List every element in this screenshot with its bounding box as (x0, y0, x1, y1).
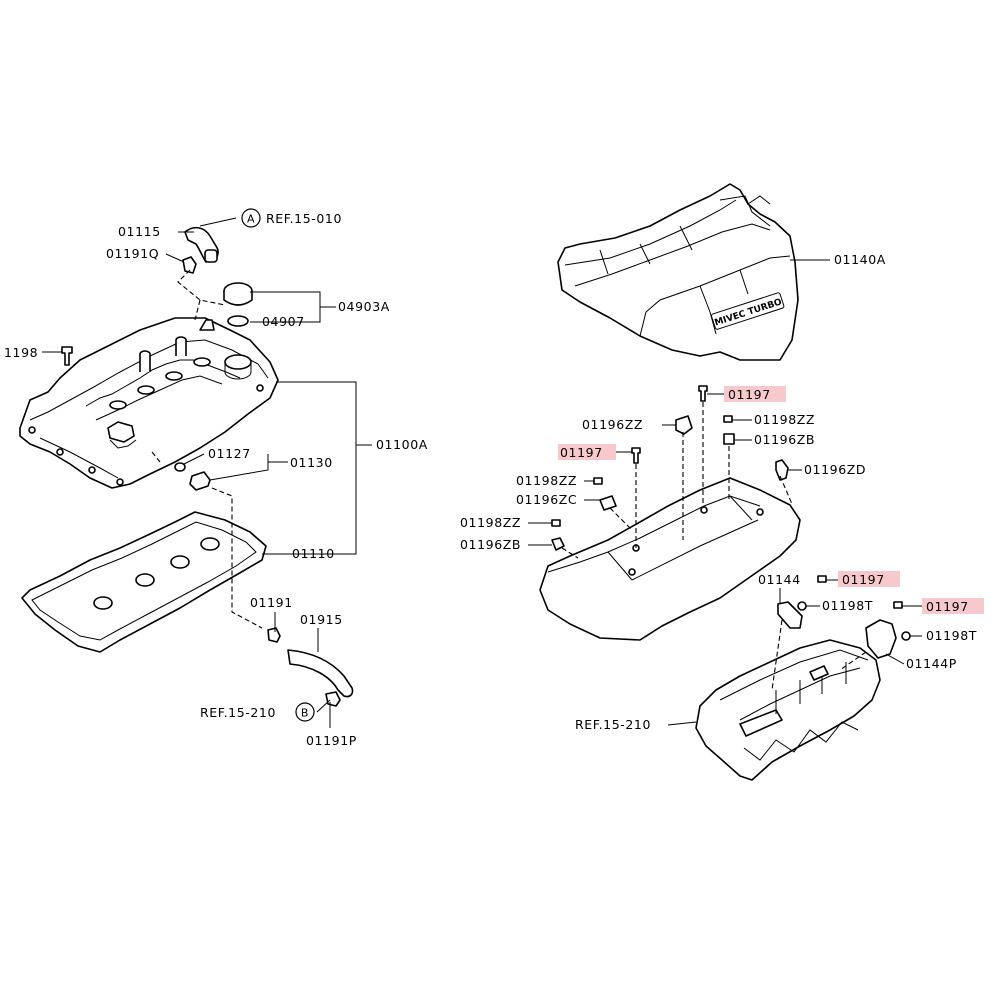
oil-filler-cap-body (223, 291, 253, 306)
label-01140a[interactable]: 01140A (834, 252, 886, 267)
label-01197-top[interactable]: 01197 (728, 387, 771, 402)
label-01196zd[interactable]: 01196ZD (804, 462, 866, 477)
pcv-hose-lower[interactable] (287, 649, 354, 698)
dashed-lead-left-2 (151, 451, 161, 463)
bolt-01197-top[interactable] (698, 385, 708, 402)
dashed-lead-left-1 (177, 269, 226, 306)
dashed-lead-right-8 (771, 619, 783, 691)
label-ref-15-010[interactable]: REF.15-010 (266, 211, 342, 226)
ref-marker-a[interactable] (241, 208, 261, 228)
dashed-lead-right-9 (839, 651, 867, 671)
ref-marker-a-label: A (247, 213, 255, 226)
filler-cap-gasket[interactable] (227, 315, 249, 327)
label-01130[interactable]: 01130 (290, 455, 333, 470)
highlight-01197-mid (558, 444, 616, 460)
label-01191p[interactable]: 01191P (306, 733, 357, 748)
label-01198zz-low[interactable]: 01198ZZ (460, 515, 521, 530)
hose-clip-upper[interactable] (182, 256, 197, 274)
dashed-lead-right-5 (779, 475, 793, 505)
label-01915[interactable]: 01915 (300, 612, 343, 627)
dashed-lead-left-4 (194, 299, 201, 321)
label-01197-mid[interactable]: 01197 (560, 445, 603, 460)
dashed-lead-right-7 (561, 547, 579, 559)
label-01197-far-right[interactable]: 01197 (926, 599, 969, 614)
pcv-o-ring[interactable] (174, 462, 186, 472)
label-01198zz-top[interactable]: 01198ZZ (754, 412, 815, 427)
dashed-lead-left-3 (211, 487, 263, 629)
bracket-01144p[interactable] (865, 619, 897, 659)
bracket-01196zd[interactable] (775, 459, 789, 481)
grommet-01196zb-low[interactable] (551, 537, 565, 551)
ref-marker-b[interactable] (295, 702, 315, 722)
label-01197-right[interactable]: 01197 (842, 572, 885, 587)
hose-clip-01191p[interactable] (325, 691, 341, 707)
label-01144[interactable]: 01144 (758, 572, 801, 587)
label-01196zb-low[interactable]: 01196ZB (460, 537, 521, 552)
label-ref-15-210-left[interactable]: REF.15-210 (200, 705, 276, 720)
label-01198t-upper[interactable]: 01198T (822, 598, 873, 613)
label-01110[interactable]: 01110 (292, 546, 335, 561)
engine-cover[interactable] (557, 183, 799, 361)
label-01144p[interactable]: 01144P (906, 656, 957, 671)
bolt-01197-far-right[interactable] (893, 601, 903, 609)
intake-manifold (695, 639, 881, 781)
label-01196zb-top[interactable]: 01196ZB (754, 432, 815, 447)
rocker-cover[interactable] (19, 317, 279, 489)
hose-clip-01191[interactable] (267, 627, 281, 643)
label-01115[interactable]: 01115 (118, 224, 161, 239)
bracket-01196zz[interactable] (675, 415, 693, 435)
bracket-01144[interactable] (777, 601, 803, 629)
label-01198t-lower[interactable]: 01198T (926, 628, 977, 643)
pcv-valve[interactable] (189, 471, 211, 491)
nut-01198t-upper[interactable] (797, 601, 807, 611)
highlight-01197-top (724, 386, 786, 402)
highlight-01197-right (838, 571, 900, 587)
bracket-01196zc[interactable] (599, 495, 617, 511)
filler-neck (224, 354, 252, 370)
label-04907[interactable]: 04907 (262, 314, 305, 329)
grommet-01196zb-top[interactable] (723, 433, 735, 445)
bolt-1198[interactable] (61, 346, 73, 366)
label-01191[interactable]: 01191 (250, 595, 293, 610)
dashed-lead-right-6 (609, 507, 633, 531)
highlight-01197-far-right (922, 598, 984, 614)
label-ref-15-210-right[interactable]: REF.15-210 (575, 717, 651, 732)
bolt-01197-mid[interactable] (631, 447, 641, 464)
ref-marker-b-label: B (301, 707, 309, 720)
label-04903a[interactable]: 04903A (338, 299, 390, 314)
label-01191q[interactable]: 01191Q (106, 246, 159, 261)
label-01196zc[interactable]: 01196ZC (516, 492, 577, 507)
rocker-cover-gasket[interactable] (21, 511, 267, 653)
label-01198zz-mid[interactable]: 01198ZZ (516, 473, 577, 488)
pcv-hose-upper-end (204, 249, 218, 263)
label-01100a[interactable]: 01100A (376, 437, 428, 452)
label-01196zz[interactable]: 01196ZZ (582, 417, 643, 432)
bolt-01198zz-mid[interactable] (593, 477, 603, 485)
rocker-cover-right (539, 477, 801, 641)
label-1198[interactable]: 1198 (4, 345, 38, 360)
label-01127[interactable]: 01127 (208, 446, 251, 461)
bolt-01198zz-top[interactable] (723, 415, 733, 423)
bolt-01197-right[interactable] (817, 575, 827, 583)
nut-01198t-lower[interactable] (901, 631, 911, 641)
bolt-01198zz-low[interactable] (551, 519, 561, 527)
